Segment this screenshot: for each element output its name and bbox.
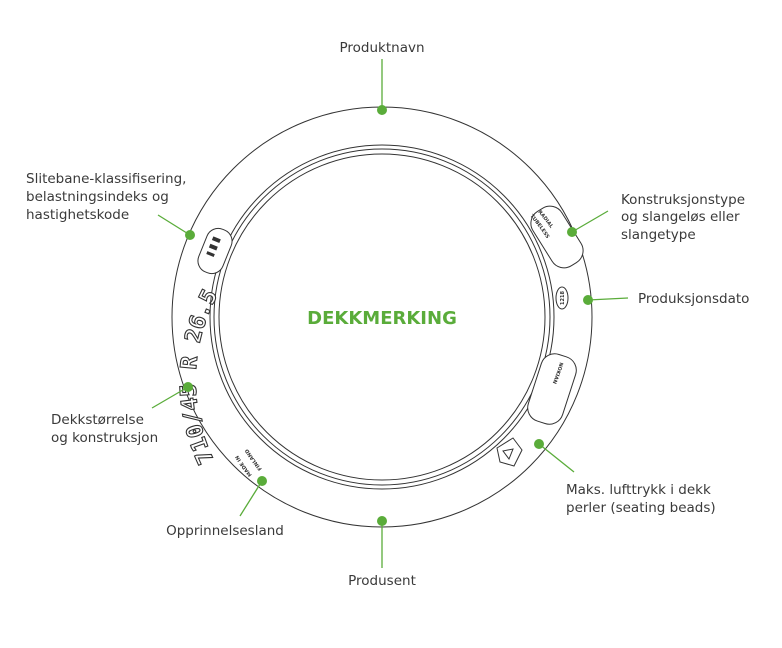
label-lufttrykk-1: Maks. lufttrykk i dekk [566,482,711,498]
callout-produktnavn: Produktnavn [339,40,425,115]
leader-line [157,214,191,236]
production-date-marking: 1218 [555,286,569,310]
leader-line [239,480,263,517]
rim-ring-3 [218,153,546,481]
label-lufttrykk-2: perler (seating beads) [566,500,716,516]
marker-dot [534,439,544,449]
brand-marking: NOKIAN [527,353,577,425]
callout-produksjonsdato: Produksjonsdato [583,291,749,307]
marker-dot [377,516,387,526]
leader-line [571,210,609,233]
leader-line [587,297,629,301]
brand-marking-box [527,353,577,425]
label-slitebane-2: belastningsindeks og [26,189,169,205]
marker-dot [185,230,195,240]
callout-opprinnelse: Opprinnelsesland [166,476,284,539]
marker-dot [257,476,267,486]
tread-marking-glyph-1 [211,236,221,244]
callout-storrelse: Dekkstørrelse og konstruksjon [51,382,193,446]
leader-line [151,386,189,409]
label-konstruksjon-3: slangetype [621,227,696,243]
callout-lufttrykk: Maks. lufttrykk i dekk perler (seating b… [534,439,716,516]
label-produktnavn: Produktnavn [339,40,424,56]
label-storrelse-2: og konstruksjon [51,430,158,446]
tread-classification-marking [197,227,233,275]
seating-bead-symbol [496,437,523,467]
leader-line [538,443,575,473]
tread-marking-glyph-3 [206,251,215,257]
label-konstruksjon-2: og slangeløs eller [621,209,740,225]
label-opprinnelse: Opprinnelsesland [166,523,284,539]
callout-produsent: Produsent [348,516,416,589]
marker-dot [377,105,387,115]
date-value: 1218 [560,291,566,305]
date-oval [555,286,569,310]
rim-ring-1 [209,144,555,490]
callout-konstruksjon: Konstruksjonstype og slangeløs eller sla… [567,192,745,243]
label-produsent: Produsent [348,573,416,589]
marker-dot [183,382,193,392]
marker-dot [567,227,577,237]
tire-size-marking: 710/45 R 26.5 [177,286,224,468]
label-slitebane-3: hastighetskode [26,207,129,223]
label-konstruksjon-1: Konstruksjonstype [621,192,745,208]
tread-marking-box [197,227,233,275]
rim-ring-2 [213,148,551,486]
callout-slitebane: Slitebane-klassifisering, belastningsind… [26,171,195,240]
bead-symbol-outline [496,437,523,467]
label-storrelse-1: Dekkstørrelse [51,412,144,428]
label-produksjonsdato: Produksjonsdato [638,291,749,307]
marker-dot [583,295,593,305]
label-slitebane-1: Slitebane-klassifisering, [26,171,186,187]
diagram-title: DEKKMERKING [307,308,457,329]
construction-marking: RADIAL TUBELESS [528,205,584,269]
bead-symbol-mark [502,448,514,461]
tread-marking-glyph-2 [208,243,218,251]
